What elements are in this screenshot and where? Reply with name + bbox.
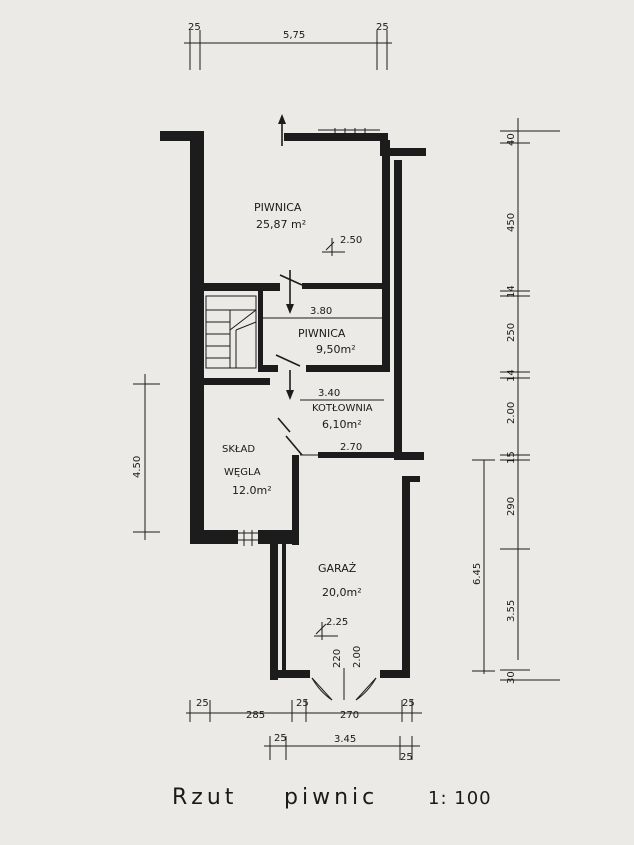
room-area-garaz: 20,0m² <box>322 586 362 599</box>
section-arrows <box>278 114 294 400</box>
dim-right-14a: 14 <box>506 285 517 298</box>
window-lower <box>238 530 258 546</box>
staircase <box>205 295 257 369</box>
dim-bottom-25b: 25 <box>296 698 309 709</box>
dim-right-290: 290 <box>506 497 517 516</box>
dim-bottom2-25b: 25 <box>400 752 413 763</box>
dim-right-30: 30 <box>506 671 517 684</box>
dim-interior-340: 3.40 <box>318 388 340 399</box>
dim-bottom2-345: 3.45 <box>334 734 356 745</box>
dim-bottom-25a: 25 <box>196 698 209 709</box>
window-top <box>318 128 380 140</box>
level-mark-garaz: 2.25 <box>326 617 348 628</box>
dim-right-355: 3.55 <box>506 600 517 622</box>
dim-right-450: 450 <box>506 213 517 232</box>
level-mark-piwnica-1: 2.50 <box>340 235 362 246</box>
dim-top-left-25: 25 <box>188 22 201 33</box>
room-name-sklad-line1: SKŁAD <box>222 444 255 455</box>
dim-right-200: 2.00 <box>506 402 517 424</box>
room-area-kotlownia: 6,10m² <box>322 418 362 431</box>
dim-bottom-25c: 25 <box>402 698 415 709</box>
room-area-piwnica-2: 9,50m² <box>316 343 356 356</box>
dim-left-450: 4.50 <box>132 456 143 478</box>
room-name-piwnica-2: PIWNICA <box>298 327 346 340</box>
dim-top-575: 5,75 <box>283 30 305 41</box>
dim-bottom2-25a: 25 <box>274 733 287 744</box>
door-height-220: 220 <box>332 649 343 668</box>
dim-right-40: 40 <box>506 133 517 146</box>
dim-right-14b: 14 <box>506 369 517 382</box>
room-name-piwnica-1: PIWNICA <box>254 201 302 214</box>
room-area-piwnica-1: 25,87 m² <box>256 218 306 231</box>
dim-top-right-25: 25 <box>376 22 389 33</box>
drawing-title-rzut: Rzut <box>172 785 237 810</box>
dim-interior-380: 3.80 <box>310 306 332 317</box>
dim-bottom-285: 285 <box>246 710 265 721</box>
room-name-sklad-line2: WĘGLA <box>224 467 261 478</box>
dim-right-250: 250 <box>506 323 517 342</box>
drawing-scale: 1: 100 <box>428 788 492 809</box>
door-symbols <box>275 274 377 701</box>
room-name-garaz: GARAŻ <box>318 562 357 575</box>
dim-right-total-645: 6.45 <box>472 563 483 585</box>
room-name-kotlownia: KOTŁOWNIA <box>312 403 373 414</box>
door-height-200: 2.00 <box>352 646 363 668</box>
drawing-title-piwnic: piwnic <box>284 785 378 810</box>
dimension-lines <box>133 30 560 760</box>
dim-interior-270: 2.70 <box>340 442 362 453</box>
dim-right-15: 15 <box>506 451 517 464</box>
room-area-sklad: 12.0m² <box>232 484 272 497</box>
dim-bottom-270: 270 <box>340 710 359 721</box>
